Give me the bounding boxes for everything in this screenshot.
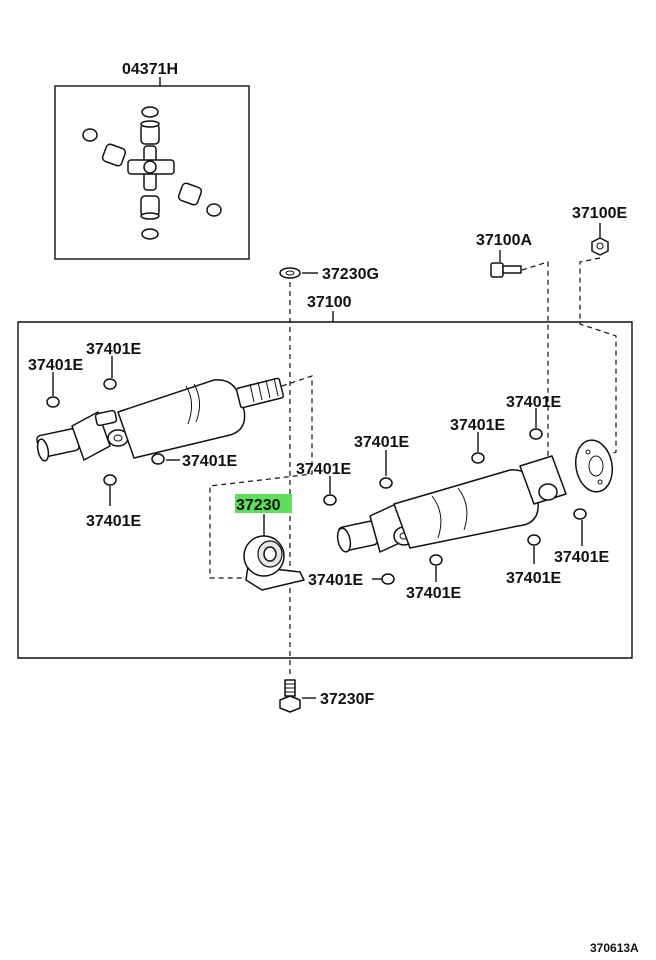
snap-ring-icon xyxy=(573,508,587,520)
bearing-cup-icon xyxy=(101,143,127,167)
label-bearing[interactable]: 37230 xyxy=(236,497,281,514)
diagram-id: 370613A xyxy=(590,941,639,955)
bearing-cup-icon xyxy=(140,120,160,145)
label-e-center-bottom[interactable]: 37401E xyxy=(406,585,461,602)
dash-37100a xyxy=(521,261,549,472)
label-37100e-nut[interactable]: 37100E xyxy=(572,205,627,222)
snap-ring-icon xyxy=(323,494,337,506)
snap-ring-icon xyxy=(82,128,98,142)
slip-yoke-icon xyxy=(336,520,379,553)
dash-37100e xyxy=(579,257,617,463)
label-e-left-bottom[interactable]: 37401E xyxy=(86,513,141,530)
label-e-right-bottom[interactable]: 37401E xyxy=(506,570,561,587)
snap-ring-icon xyxy=(46,396,60,408)
center-bearing-icon[interactable] xyxy=(243,535,305,591)
label-e-right-top-b[interactable]: 37401E xyxy=(506,394,561,411)
spider-cross-icon xyxy=(127,145,175,191)
bearing-cup-icon xyxy=(177,182,203,206)
nut-37100e-icon xyxy=(591,237,609,256)
label-e-right-top-a[interactable]: 37401E xyxy=(450,417,505,434)
snap-ring-icon xyxy=(103,474,117,486)
kit-04371h-group xyxy=(54,77,250,260)
snap-ring-icon xyxy=(206,203,222,217)
snap-ring-icon xyxy=(527,534,541,546)
bolt-37100a-icon xyxy=(490,262,522,278)
label-e-left-mid[interactable]: 37401E xyxy=(182,453,237,470)
bearing-cup-icon xyxy=(140,195,160,220)
label-e-center-bottom-left[interactable]: 37401E xyxy=(308,572,363,589)
kit-box xyxy=(54,85,250,260)
snap-ring-icon xyxy=(151,453,165,465)
label-37230f[interactable]: 37230F xyxy=(320,691,374,708)
bolt-37230f-icon xyxy=(279,679,301,713)
label-kit[interactable]: 04371H xyxy=(122,61,178,78)
label-e-left-side[interactable]: 37401E xyxy=(28,357,83,374)
highlight-box xyxy=(235,494,292,513)
snap-ring-icon xyxy=(141,106,159,118)
front-tube xyxy=(117,379,246,459)
label-assembly[interactable]: 37100 xyxy=(307,294,352,311)
label-37230g[interactable]: 37230G xyxy=(322,266,379,283)
snap-ring-icon xyxy=(103,378,117,390)
rear-shaft-group xyxy=(336,439,614,553)
companion-flange-icon xyxy=(574,439,614,493)
label-e-center-top[interactable]: 37401E xyxy=(354,434,409,451)
tube-break xyxy=(185,385,192,425)
label-37100a[interactable]: 37100A xyxy=(476,232,532,249)
washer-37230g-icon xyxy=(279,267,301,279)
dash-front xyxy=(209,375,313,579)
snap-ring-icon xyxy=(471,452,485,464)
tube-break xyxy=(457,487,468,531)
spider-icon xyxy=(519,455,567,505)
rear-tube xyxy=(393,469,539,549)
front-shaft-group xyxy=(36,377,285,462)
label-e-center-left[interactable]: 37401E xyxy=(296,461,351,478)
assembly-frame xyxy=(17,321,633,659)
snap-ring-icon xyxy=(141,228,159,240)
snap-ring-icon xyxy=(381,573,395,585)
snap-ring-icon xyxy=(429,554,443,566)
label-e-left-top[interactable]: 37401E xyxy=(86,341,141,358)
snap-ring-icon xyxy=(529,428,543,440)
tube-break xyxy=(431,495,442,539)
label-e-right-side[interactable]: 37401E xyxy=(554,549,609,566)
tube-break xyxy=(193,383,200,423)
snap-ring-icon xyxy=(379,477,393,489)
